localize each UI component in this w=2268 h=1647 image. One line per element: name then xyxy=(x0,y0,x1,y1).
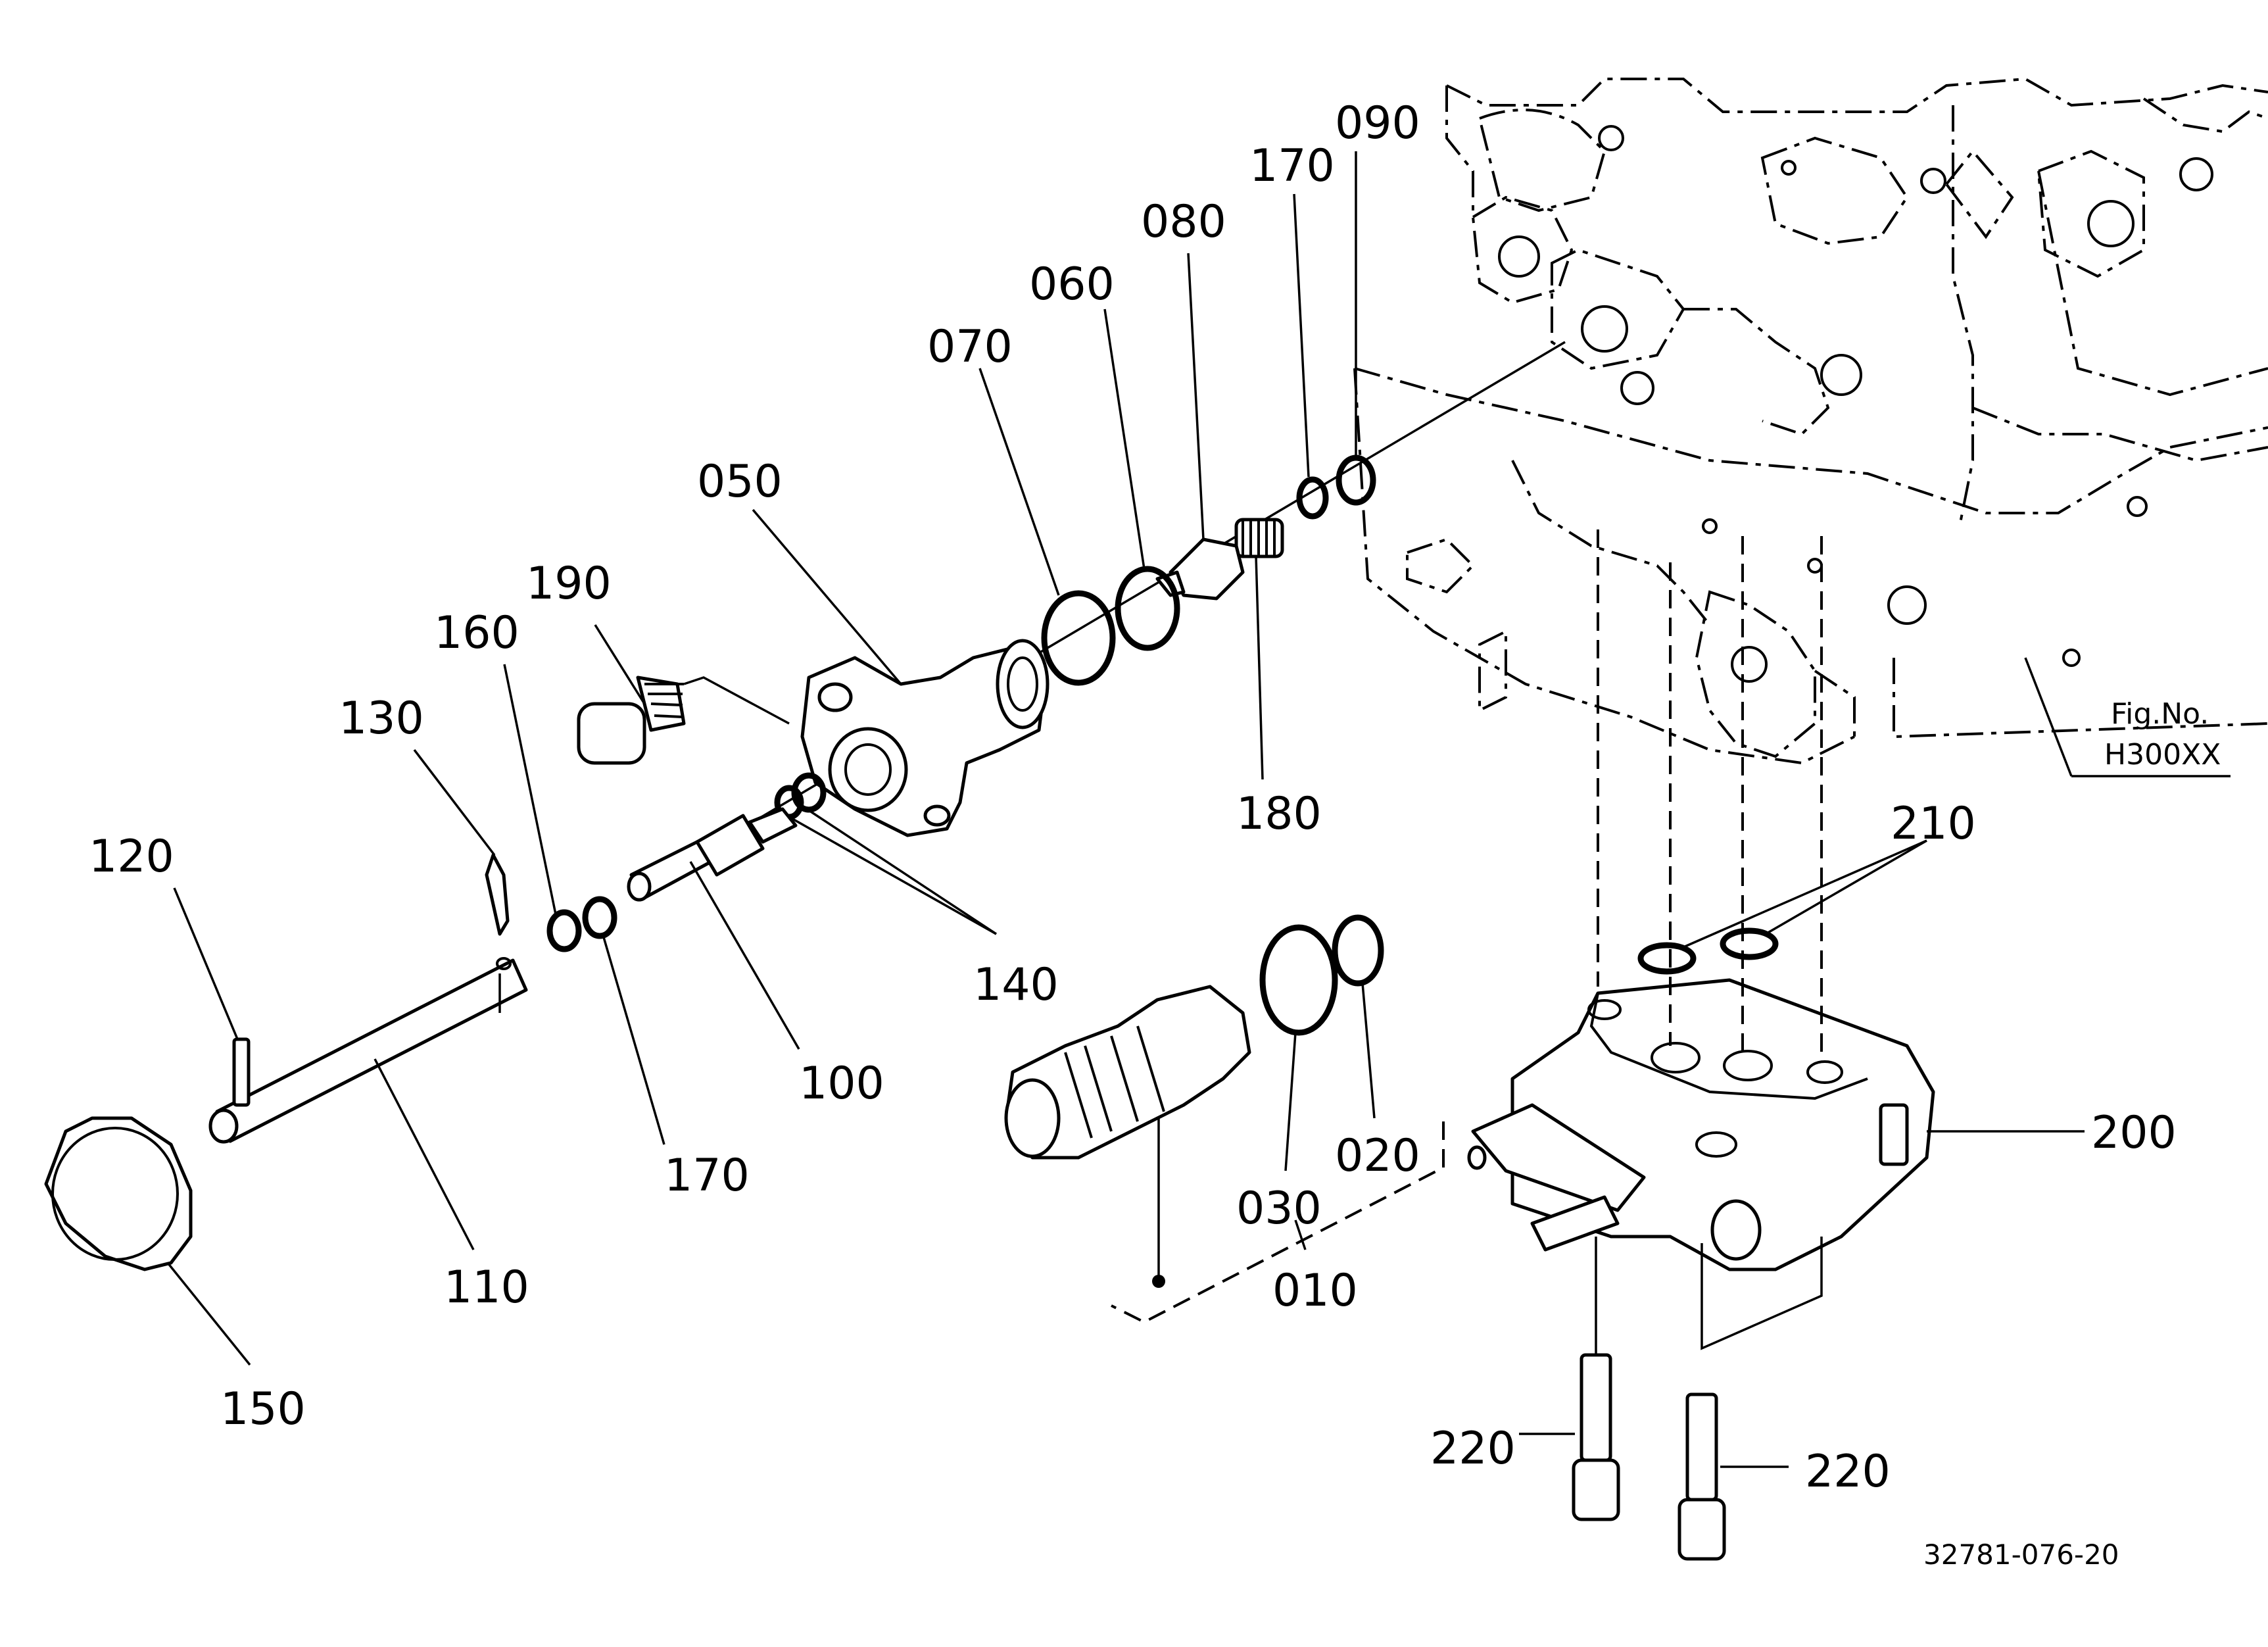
figure-reference: Fig.No. H300XX xyxy=(2024,657,2231,777)
callout-030: 030 xyxy=(1236,1183,1322,1235)
callout-010: 010 xyxy=(1272,1265,1358,1317)
callout-190: 190 xyxy=(526,558,612,610)
part-050-valve-body xyxy=(800,639,1050,837)
leader-lines xyxy=(166,151,1927,1468)
callout-060: 060 xyxy=(1029,258,1115,310)
part-190-bolt xyxy=(577,676,790,765)
part-020-oring xyxy=(1332,914,1384,987)
callout-140: 140 xyxy=(973,959,1059,1011)
callout-110: 110 xyxy=(444,1262,529,1314)
part-220-bolt-right xyxy=(1677,1237,1823,1561)
callout-170-upper: 170 xyxy=(1249,140,1335,192)
callout-220-right: 220 xyxy=(1805,1446,1891,1498)
part-010-bracket xyxy=(1111,1121,1445,1324)
callout-080: 080 xyxy=(1141,196,1226,248)
callout-200: 200 xyxy=(2091,1107,2177,1159)
part-210-oring-b xyxy=(1720,927,1779,960)
callout-170-lower: 170 xyxy=(664,1150,750,1202)
callout-220-left: 220 xyxy=(1430,1423,1516,1475)
callout-020: 020 xyxy=(1335,1130,1420,1182)
callout-070: 070 xyxy=(927,321,1013,373)
part-130-cotter-pin xyxy=(485,853,510,936)
callout-150: 150 xyxy=(220,1383,306,1435)
part-220-bolt-left xyxy=(1572,1237,1620,1521)
callout-160: 160 xyxy=(434,607,519,659)
part-200-valve-block xyxy=(1467,529,2085,1271)
fig-no-label: Fig.No. xyxy=(2111,697,2209,731)
part-180-spring xyxy=(1234,518,1284,558)
part-070-oring xyxy=(1041,590,1116,686)
drawing-number: 32781-076-20 xyxy=(1923,1538,2119,1571)
callout-050: 050 xyxy=(697,456,783,508)
part-090-ring xyxy=(1336,455,1376,506)
part-100-spool xyxy=(627,807,798,902)
callout-090: 090 xyxy=(1335,97,1420,149)
callout-labels: 090 170 080 060 070 050 190 160 130 120 … xyxy=(89,97,2177,1498)
transmission-housing-outline xyxy=(1353,77,2268,765)
part-170-washer-lower xyxy=(582,896,617,939)
callout-130: 130 xyxy=(339,693,424,745)
part-010-relief-valve xyxy=(1004,985,1251,1288)
fig-no-value: H300XX xyxy=(2104,738,2221,772)
callout-100: 100 xyxy=(799,1058,884,1110)
part-080-poppet xyxy=(1155,537,1245,601)
part-030-oring xyxy=(1259,924,1338,1036)
part-210-oring-a xyxy=(1637,942,1697,975)
callout-120: 120 xyxy=(89,831,174,883)
part-160-snap-ring xyxy=(546,909,582,952)
part-110-shaft xyxy=(208,957,528,1144)
part-150-knob xyxy=(44,1116,193,1271)
part-170-ring-upper xyxy=(1296,476,1329,520)
part-060-oring xyxy=(1115,566,1180,651)
callout-210: 210 xyxy=(1891,798,1976,850)
part-120-pin xyxy=(232,1037,251,1107)
callout-180: 180 xyxy=(1236,788,1322,840)
